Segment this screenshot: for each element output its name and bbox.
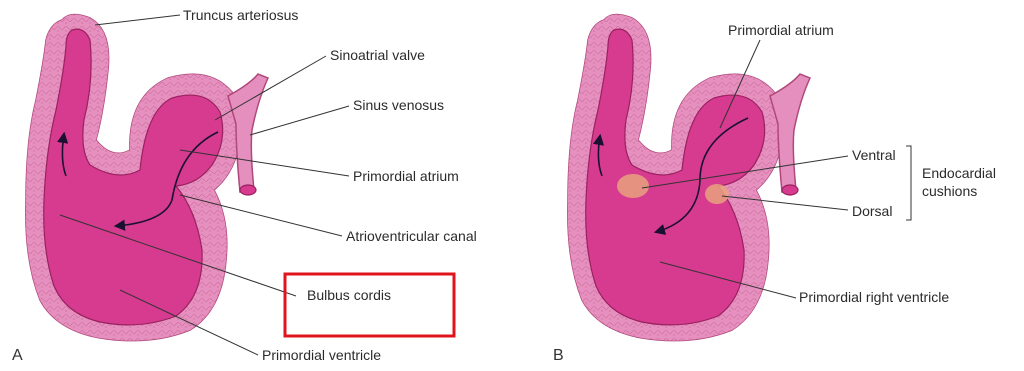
endocardial-bracket <box>906 146 911 220</box>
ventral-cushion <box>617 174 649 198</box>
panel-b-sinus-opening <box>782 185 798 195</box>
label-dorsal: Dorsal <box>852 203 892 219</box>
bulbus-cordis-highlight-box <box>285 274 454 336</box>
panel-a-lumen <box>44 29 223 325</box>
dorsal-cushion <box>705 184 729 204</box>
label-truncus-arteriosus: Truncus arteriosus <box>183 7 298 23</box>
label-sinoatrial-valve: Sinoatrial valve <box>330 47 425 63</box>
leader-truncus <box>95 15 180 25</box>
label-ventral: Ventral <box>852 147 896 163</box>
label-primordial-ventricle: Primordial ventricle <box>262 347 381 363</box>
panel-a-sinus-opening <box>240 185 256 195</box>
label-sinus-venosus: Sinus venosus <box>353 97 444 113</box>
leader-sinoatrial <box>215 56 326 120</box>
label-cushions: cushions <box>922 183 977 199</box>
panel-a-heart <box>26 14 268 340</box>
label-primordial-atrium-b: Primordial atrium <box>728 22 834 38</box>
label-primordial-right-ventricle: Primordial right ventricle <box>799 289 949 305</box>
leader-sinus <box>250 106 349 135</box>
label-primordial-atrium-a: Primordial atrium <box>353 168 459 184</box>
panel-b-lumen <box>586 29 765 325</box>
label-atrioventricular-canal: Atrioventricular canal <box>346 228 477 244</box>
label-bulbus-cordis: Bulbus cordis <box>307 287 391 303</box>
panel-b-letter: B <box>553 347 564 364</box>
label-endocardial: Endocardial <box>922 165 996 181</box>
panel-a-letter: A <box>12 347 23 364</box>
